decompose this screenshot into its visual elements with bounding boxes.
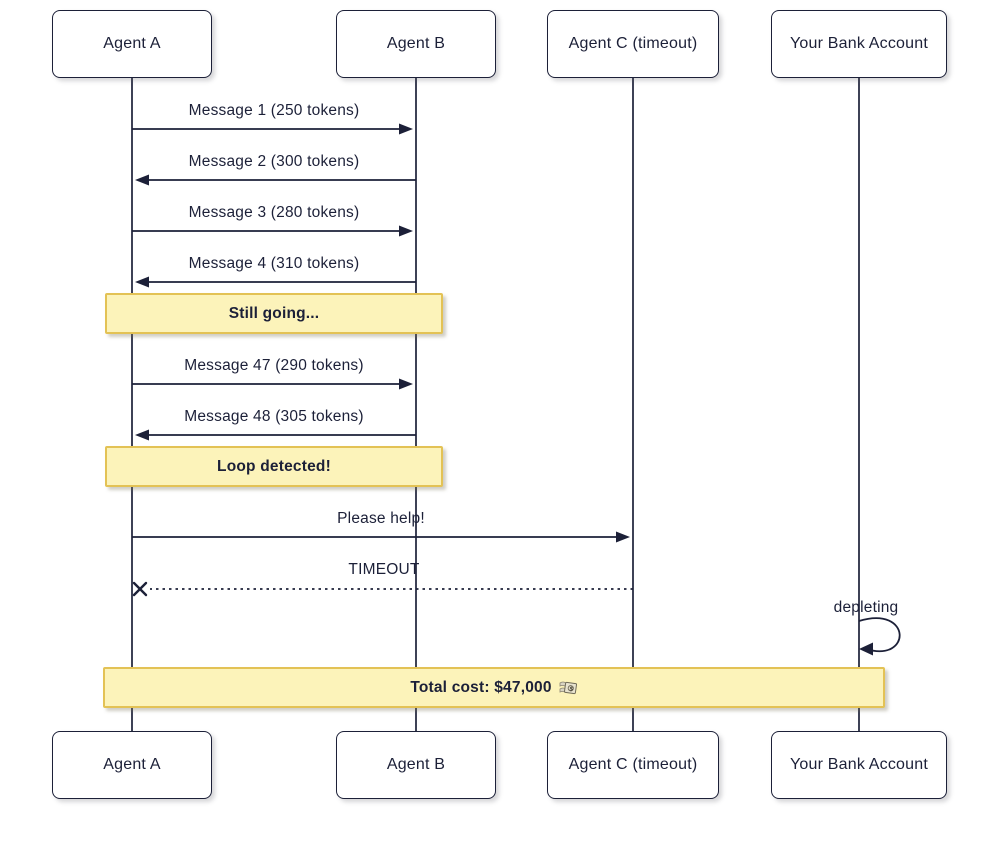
note-still-going: Still going... — [105, 293, 443, 334]
participant-label: Agent A — [103, 756, 161, 773]
note-label: Total cost: $47,000 — [410, 678, 552, 696]
arrow-message-3 — [132, 225, 413, 237]
participant-label: Agent C (timeout) — [568, 756, 698, 773]
money-with-wings-icon: $ — [558, 680, 578, 696]
participant-label: Agent B — [386, 35, 446, 52]
note-loop-detected: Loop detected! — [105, 446, 443, 487]
participant-label: Your Bank Account — [789, 35, 929, 52]
participant-label: Your Bank Account — [789, 756, 929, 773]
participant-label: Agent A — [103, 35, 161, 52]
participant-top-bank: Your Bank Account — [771, 10, 947, 78]
arrow-message-2 — [135, 174, 416, 186]
arrow-message-48 — [135, 429, 416, 441]
message-label-please-help: Please help! — [337, 510, 425, 527]
participant-bottom-agent-b: Agent B — [336, 731, 496, 799]
message-label-2: Message 2 (300 tokens) — [188, 153, 360, 170]
participant-bottom-bank: Your Bank Account — [771, 731, 947, 799]
arrow-please-help — [132, 531, 630, 543]
message-label-4: Message 4 (310 tokens) — [188, 255, 360, 272]
arrow-message-47 — [132, 378, 413, 390]
message-label-depleting: depleting — [833, 599, 899, 616]
message-label-48: Message 48 (305 tokens) — [184, 408, 364, 425]
svg-text:$: $ — [568, 685, 573, 693]
note-label: Loop detected! — [217, 457, 331, 475]
participant-label: Agent B — [386, 756, 446, 773]
participant-bottom-agent-c: Agent C (timeout) — [547, 731, 719, 799]
message-label-1: Message 1 (250 tokens) — [188, 102, 360, 119]
note-total-cost: Total cost: $47,000 $ — [103, 667, 885, 708]
participant-top-agent-a: Agent A — [52, 10, 212, 78]
arrow-message-1 — [132, 123, 413, 135]
participant-top-agent-c: Agent C (timeout) — [547, 10, 719, 78]
arrow-depleting-self-loop — [858, 617, 901, 656]
participant-top-agent-b: Agent B — [336, 10, 496, 78]
arrow-timeout-dotted — [132, 581, 633, 597]
message-label-timeout: TIMEOUT — [348, 561, 420, 578]
arrow-message-4 — [135, 276, 416, 288]
participant-label: Agent C (timeout) — [568, 35, 698, 52]
note-label: Still going... — [228, 304, 320, 322]
message-label-3: Message 3 (280 tokens) — [188, 204, 360, 221]
message-label-47: Message 47 (290 tokens) — [184, 357, 364, 374]
participant-bottom-agent-a: Agent A — [52, 731, 212, 799]
